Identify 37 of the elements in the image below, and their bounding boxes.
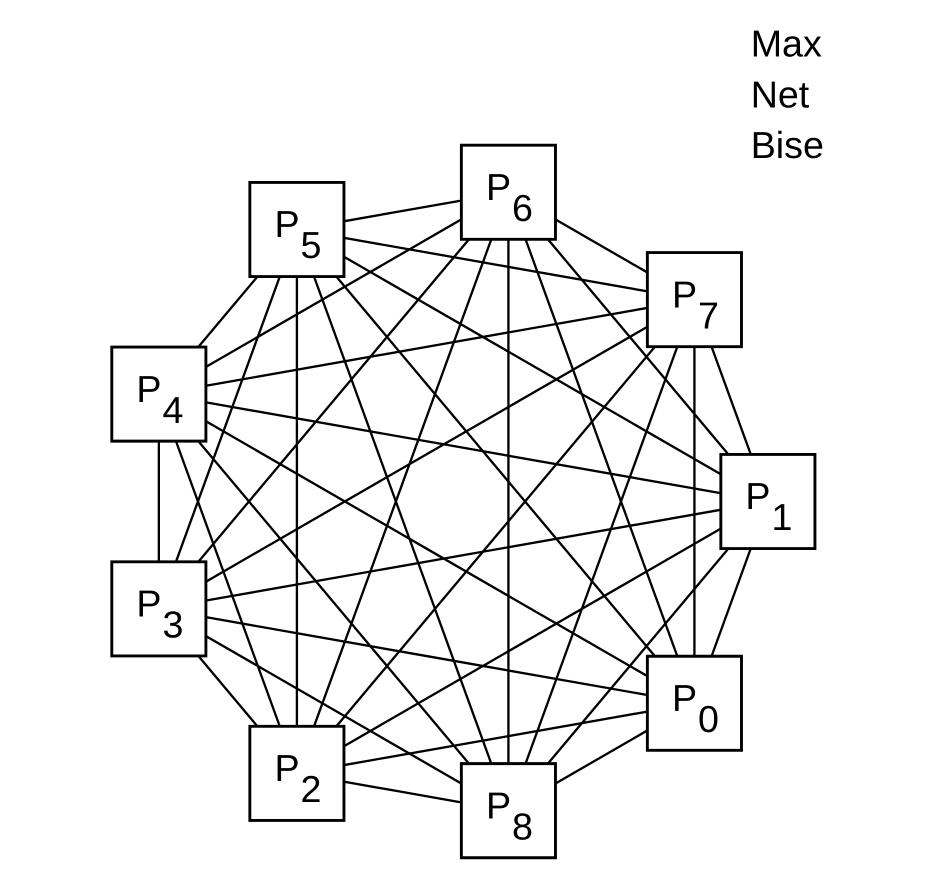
connector xyxy=(197,440,470,764)
connector xyxy=(295,276,298,726)
connector xyxy=(524,346,678,764)
connector xyxy=(344,780,461,804)
connector xyxy=(205,508,720,602)
connector xyxy=(506,240,510,764)
connector xyxy=(343,256,721,476)
connector xyxy=(204,420,648,678)
connector xyxy=(335,346,655,727)
connector xyxy=(692,347,696,656)
connector xyxy=(336,276,656,657)
connector xyxy=(174,276,280,562)
connector xyxy=(205,616,648,696)
connector xyxy=(710,548,752,656)
label: Max xyxy=(750,22,822,65)
connector xyxy=(554,730,648,784)
connector xyxy=(343,710,647,766)
connector xyxy=(344,199,461,222)
connector xyxy=(204,326,648,583)
connector xyxy=(554,218,648,274)
connector xyxy=(197,655,258,727)
connector xyxy=(204,635,461,784)
connector xyxy=(205,306,647,387)
label: Bise xyxy=(750,124,824,166)
connector xyxy=(197,238,470,562)
connector xyxy=(710,346,752,455)
connector xyxy=(204,218,461,368)
connector xyxy=(197,276,258,348)
connector xyxy=(157,441,160,562)
connector xyxy=(546,548,728,764)
connector xyxy=(524,239,678,657)
connector xyxy=(343,236,648,292)
connector xyxy=(205,401,720,494)
connector xyxy=(174,440,280,727)
label: Net xyxy=(750,73,809,116)
connector xyxy=(546,238,728,455)
connector xyxy=(343,528,721,748)
